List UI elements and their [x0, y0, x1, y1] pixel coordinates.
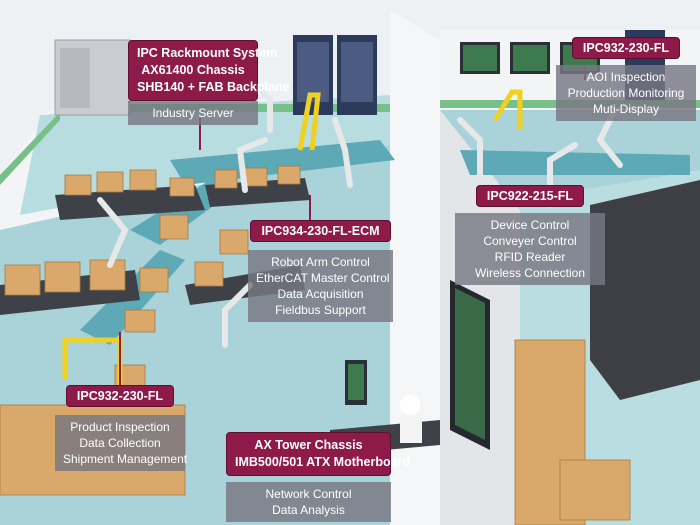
robot-arm-desc-line: Robot Arm Control — [271, 255, 370, 269]
product-inspection-tag: IPC932-230-FL — [65, 385, 175, 407]
rackmount-desc: Industry Server — [128, 101, 258, 125]
product-inspection-desc: Product Inspection Data Collection Shipm… — [55, 415, 188, 471]
tower-tag-line: AX Tower Chassis — [254, 438, 363, 452]
device-control-desc-line: Device Control — [490, 218, 570, 232]
robot-arm-desc-line: Fieldbus Support — [275, 303, 366, 317]
callout-tower: AX Tower Chassis IMB500/501 ATX Motherbo… — [226, 432, 411, 522]
aoi-desc-line: Muti-Display — [592, 102, 659, 116]
conveyor-right — [460, 150, 690, 175]
tower-desc-line: Network Control — [265, 487, 352, 501]
dark-enclosure — [590, 180, 700, 400]
robot-arm-tag: IPC934-230-FL-ECM — [250, 220, 391, 242]
product-inspection-desc-line: Data Collection — [79, 436, 161, 450]
callout-product-inspection: IPC932-230-FL Product Inspection Data Co… — [55, 385, 188, 471]
rackmount-desc-line: Industry Server — [152, 106, 234, 120]
product-inspection-desc-line: Shipment Management — [63, 452, 188, 466]
robot-arm-desc-line: Data Acquisition — [277, 287, 364, 301]
device-control-desc-line: Conveyer Control — [483, 234, 577, 248]
tower-tag-line: IMB500/501 ATX Motherboard — [235, 455, 411, 469]
callout-device-control: IPC922-215-FL Device Control Conveyer Co… — [455, 185, 605, 285]
tower-tag: AX Tower Chassis IMB500/501 ATX Motherbo… — [226, 432, 411, 476]
robot-arm-desc-line: EtherCAT Master Control — [256, 271, 390, 285]
aoi-tag: IPC932-230-FL — [571, 37, 681, 59]
aoi-desc: AOI Inspection Production Monitoring Mut… — [556, 65, 696, 121]
robot-arm-desc: Robot Arm Control EtherCAT Master Contro… — [248, 250, 393, 322]
callout-rackmount: IPC Rackmount System AX61400 Chassis SHB… — [128, 40, 290, 125]
rackmount-tag-line: AX61400 Chassis — [141, 63, 245, 77]
callout-aoi: IPC932-230-FL AOI Inspection Production … — [556, 37, 696, 121]
rackmount-tag-line: SHB140 + FAB Backplane — [137, 80, 290, 94]
aoi-desc-line: Production Monitoring — [567, 86, 685, 100]
device-control-desc-line: RFID Reader — [494, 250, 566, 264]
rackmount-tag-line: IPC Rackmount System — [137, 46, 278, 60]
callout-robot-arm: IPC934-230-FL-ECM Robot Arm Control Ethe… — [248, 220, 393, 322]
partition-wall — [390, 10, 440, 525]
tower-desc: Network Control Data Analysis — [226, 482, 391, 522]
device-control-desc: Device Control Conveyer Control RFID Rea… — [455, 213, 605, 285]
tower-desc-line: Data Analysis — [272, 503, 345, 517]
aoi-desc-line: AOI Inspection — [586, 70, 666, 84]
product-inspection-desc-line: Product Inspection — [70, 420, 170, 434]
rackmount-tag: IPC Rackmount System AX61400 Chassis SHB… — [128, 40, 290, 101]
device-control-desc-line: Wireless Connection — [474, 266, 586, 280]
device-control-tag: IPC922-215-FL — [475, 185, 585, 207]
